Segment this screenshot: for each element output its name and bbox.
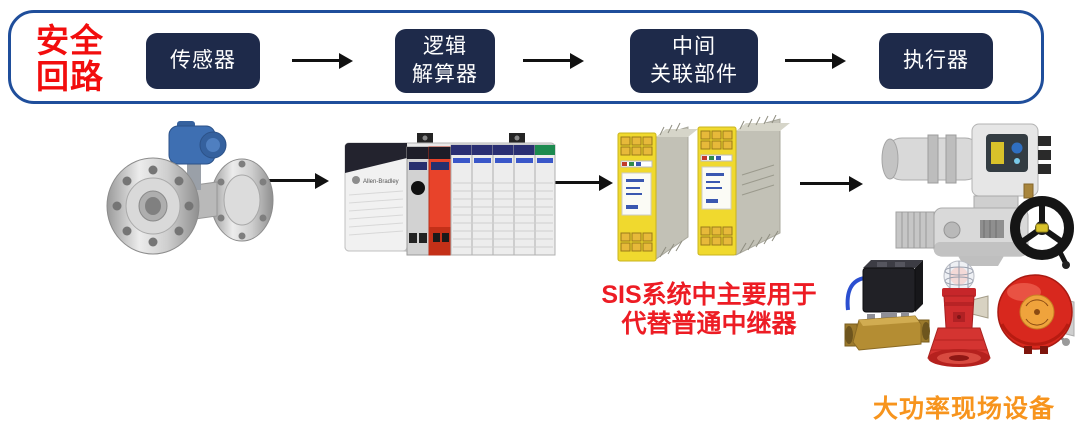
- safety-relays-photo: [617, 115, 790, 262]
- field-devices-caption: 大功率现场设备: [872, 395, 1055, 423]
- power-supply: Allen-Bradley: [344, 142, 408, 252]
- horn: [927, 327, 991, 367]
- actuator-base: [895, 195, 1029, 266]
- step-interposing-part: 中间 关联部件: [630, 29, 758, 93]
- fire-bell-photo: [997, 274, 1075, 354]
- step-logic-solver: 逻辑 解算器: [395, 29, 495, 93]
- bell-dome: [997, 274, 1073, 354]
- plc-brand-label: Allen-Bradley: [363, 179, 399, 185]
- valve-body: [844, 312, 930, 351]
- sounder-body: [942, 288, 989, 329]
- relay-usage-note: SIS系统中主要用于 代替普通中继器: [601, 281, 817, 338]
- vortex-flowmeter-photo: [106, 121, 274, 255]
- step-sensor: 传感器: [146, 33, 260, 89]
- relay-module-front: [617, 122, 698, 262]
- handwheel: [1010, 196, 1074, 269]
- safety-loop-banner: 安全 回路 传感器 逻辑 解算器 中间 关联部件 执行器: [8, 10, 1044, 104]
- controller-module: [406, 146, 430, 256]
- red-module: [428, 146, 452, 256]
- relay-terminals: [620, 136, 653, 252]
- motor-cylinder: [881, 134, 982, 184]
- relay-terminals: [700, 130, 733, 246]
- valve-wire: [845, 276, 866, 311]
- valve-coil: [862, 260, 923, 313]
- flow-arrow-icon: [292, 59, 340, 62]
- flow-arrow-icon: [550, 181, 600, 184]
- mounting-tabs: [417, 133, 525, 144]
- step-actuator: 执行器: [879, 33, 993, 89]
- right-flange: [210, 158, 274, 242]
- relay-module-rear: [697, 115, 790, 256]
- plc-rack-photo: Allen-Bradley: [344, 133, 556, 256]
- solenoid-valve-photo: [844, 260, 930, 351]
- flow-arrow-icon: [523, 59, 571, 62]
- io-modules: [450, 144, 556, 256]
- alarm-sounder-photo: [927, 260, 991, 367]
- actuator-photo: [881, 123, 1074, 269]
- blue-transmitter-head: [168, 121, 227, 165]
- flow-arrow-icon: [266, 179, 316, 182]
- flow-arrow-icon: [800, 182, 850, 185]
- banner-title: 安全 回路: [36, 22, 104, 95]
- flow-arrow-icon: [785, 59, 833, 62]
- control-head: [971, 123, 1051, 199]
- left-flange: [106, 157, 200, 255]
- strobe-dome: [943, 260, 975, 292]
